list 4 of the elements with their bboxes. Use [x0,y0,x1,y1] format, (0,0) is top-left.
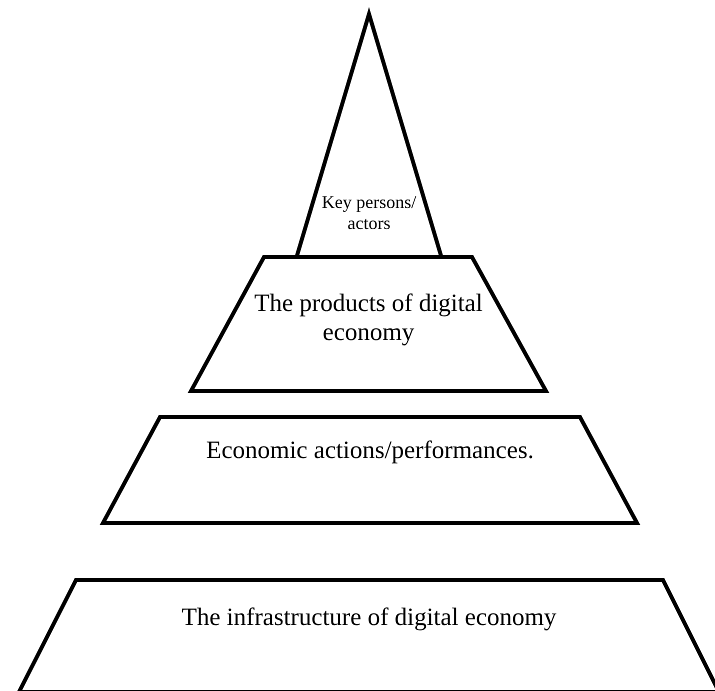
tier-label: Key persons/ actors [320,192,418,234]
tier-label: The infrastructure of digital economy [180,604,558,633]
tier-label: The products of digital economy [253,290,484,348]
tier-label: Economic actions/performances. [205,437,535,466]
